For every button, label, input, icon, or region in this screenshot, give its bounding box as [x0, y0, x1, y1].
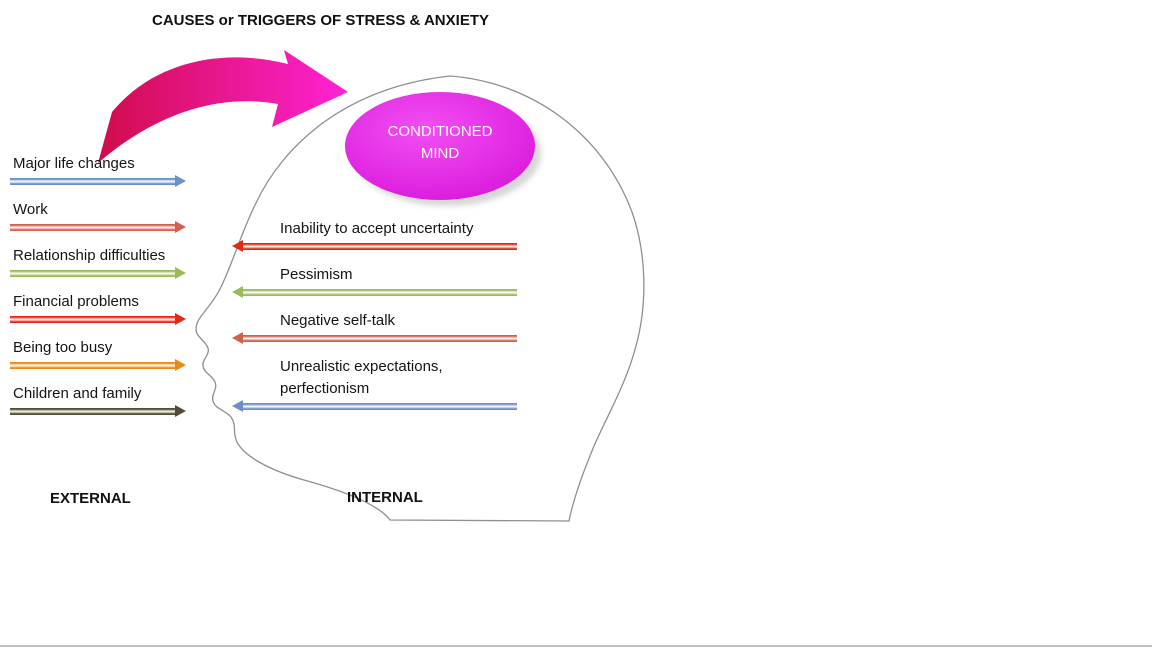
external-item-label: Being too busy: [13, 339, 113, 356]
arrow-head-icon: [232, 240, 243, 252]
internal-item: Pessimism: [232, 264, 517, 299]
arrow-shaft: [10, 224, 176, 231]
arrow-head-icon: [175, 405, 186, 417]
right-arrow-icon: [10, 313, 186, 326]
left-arrow-icon: [232, 332, 517, 345]
arrow-head-icon: [175, 359, 186, 371]
internal-item: Negative self-talk: [232, 310, 517, 345]
right-arrow-icon: [10, 405, 186, 418]
external-item: Being too busy: [10, 337, 230, 372]
arrow-shaft: [10, 270, 176, 277]
arrow-head-icon: [232, 400, 243, 412]
conditioned-mind-line2: MIND: [420, 145, 460, 162]
arrow-head-icon: [175, 313, 186, 325]
external-item: Financial problems: [10, 291, 230, 326]
right-arrow-icon: [10, 221, 186, 234]
left-arrow-icon: [232, 400, 517, 413]
page-title: CAUSES or TRIGGERS OF STRESS & ANXIETY: [152, 12, 489, 29]
arrow-shaft: [10, 316, 176, 323]
arrow-shaft: [10, 408, 176, 415]
arrow-shaft: [242, 403, 517, 410]
internal-item-label: Unrealistic expectations, perfectionism: [280, 358, 443, 397]
external-item: Major life changes: [10, 153, 230, 188]
arrow-head-icon: [232, 332, 243, 344]
internal-item: Inability to accept uncertainty: [232, 218, 517, 253]
conditioned-mind-line1: CONDITIONED: [387, 123, 493, 140]
external-item-label: Major life changes: [13, 155, 135, 172]
external-section-label: EXTERNAL: [50, 490, 131, 507]
arrow-shaft: [242, 335, 517, 342]
external-item: Relationship difficulties: [10, 245, 230, 280]
external-item-label: Relationship difficulties: [13, 247, 166, 264]
internal-section-label: INTERNAL: [347, 489, 423, 506]
arrow-shaft: [10, 178, 176, 185]
conditioned-mind-label: CONDITIONED MIND: [345, 121, 535, 165]
external-item-label: Work: [13, 201, 48, 218]
internal-item-label: Pessimism: [280, 266, 353, 283]
external-item-label: Children and family: [13, 385, 142, 402]
slide-bottom-edge: [0, 645, 1152, 647]
arrow-shaft: [10, 362, 176, 369]
external-item: Work: [10, 199, 230, 234]
internal-item: Unrealistic expectations, perfectionism: [232, 356, 517, 413]
curved-trigger-arrow-icon: [98, 50, 348, 163]
arrow-shaft: [242, 289, 517, 296]
conditioned-mind-ellipse: [345, 92, 535, 200]
arrow-head-icon: [232, 286, 243, 298]
arrow-head-icon: [175, 267, 186, 279]
external-item: Children and family: [10, 383, 230, 418]
internal-item-label: Inability to accept uncertainty: [280, 220, 474, 237]
arrow-head-icon: [175, 175, 186, 187]
internal-item-label: Negative self-talk: [280, 312, 396, 329]
external-item-label: Financial problems: [13, 293, 139, 310]
right-arrow-icon: [10, 175, 186, 188]
right-arrow-icon: [10, 359, 186, 372]
arrow-head-icon: [175, 221, 186, 233]
left-arrow-icon: [232, 286, 517, 299]
right-arrow-icon: [10, 267, 186, 280]
arrow-shaft: [242, 243, 517, 250]
left-arrow-icon: [232, 240, 517, 253]
